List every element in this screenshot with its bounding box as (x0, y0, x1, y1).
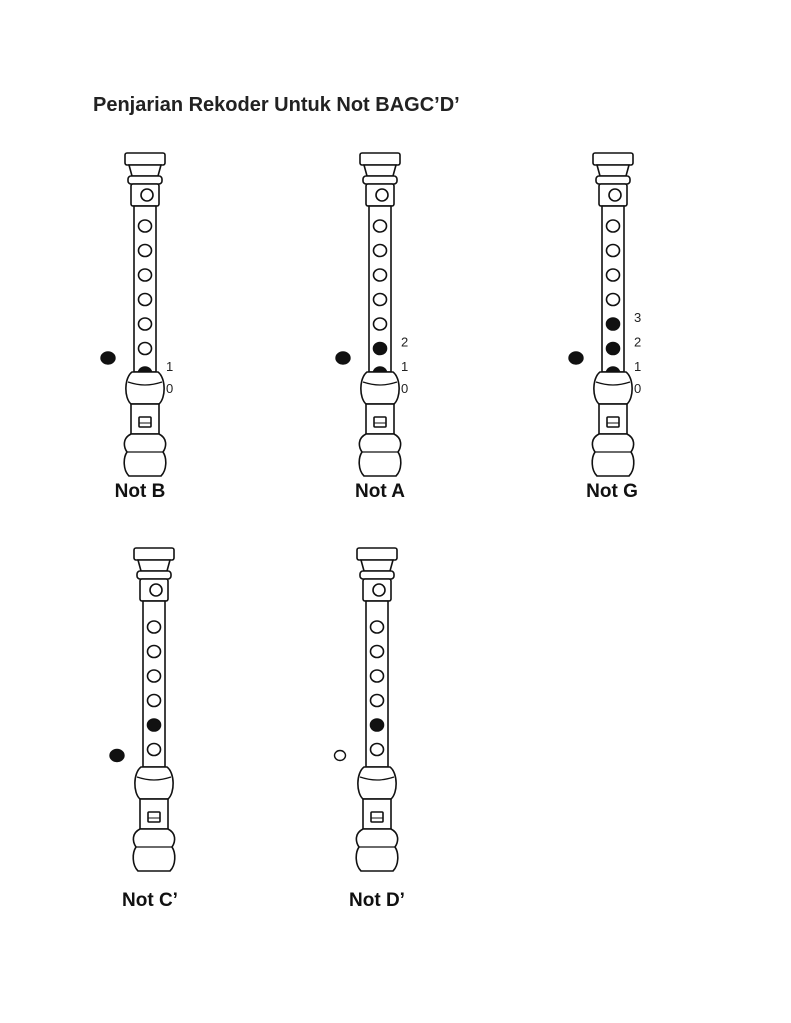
hole-number-label: 1 (166, 359, 173, 374)
hole-number-label: 2 (401, 335, 408, 350)
thumb-hole-closed (568, 351, 584, 365)
finger-hole-2-open (372, 243, 388, 258)
finger-hole-3-open (137, 268, 153, 282)
recorder-diagram-not-a: 2 1 0 (320, 150, 440, 477)
caption-not-g: Not G (586, 481, 638, 502)
hole-number-label: 0 (166, 381, 173, 396)
caption-not-b: Not B (114, 481, 166, 502)
finger-hole-3-open (146, 669, 162, 683)
caption-not-c-prime: Not C’ (122, 890, 178, 911)
finger-hole-5-closed (605, 317, 621, 331)
finger-hole-6-closed (372, 341, 388, 356)
thumb-hole-closed (100, 351, 116, 365)
recorder-head (592, 152, 634, 207)
finger-hole-6-open (369, 742, 385, 757)
finger-hole-1-open (372, 219, 388, 233)
page-title: Penjarian Rekoder Untuk Not BAGC’D’ (93, 94, 460, 116)
finger-hole-3-open (372, 268, 388, 282)
hole-number-label: 2 (634, 335, 641, 350)
finger-hole-4-open (605, 292, 621, 307)
finger-hole-6-open (137, 341, 153, 356)
finger-hole-4-open (146, 693, 162, 708)
finger-hole-6-closed (605, 341, 621, 356)
finger-hole-1-open (137, 219, 153, 233)
hole-number-label: 0 (401, 381, 408, 396)
thumb-hole-closed (335, 351, 351, 365)
finger-hole-1-open (605, 219, 621, 233)
recorder-foot (358, 371, 402, 477)
finger-hole-2-open (369, 644, 385, 659)
finger-hole-5-open (372, 317, 388, 331)
finger-hole-2-open (137, 243, 153, 258)
recorder-foot (355, 766, 399, 872)
recorder-head (359, 152, 401, 207)
recorder-foot (591, 371, 635, 477)
finger-hole-3-open (369, 669, 385, 683)
recorder-diagram-not-g: 3 2 1 0 (553, 150, 673, 477)
thumb-hole-closed (109, 748, 125, 763)
recorder-diagram-not-c-prime (94, 545, 214, 872)
finger-hole-4-open (372, 292, 388, 307)
hole-number-label: 0 (634, 381, 641, 396)
finger-hole-4-open (137, 292, 153, 307)
recorder-diagram-not-d-prime (317, 545, 437, 872)
finger-hole-1-open (369, 620, 385, 634)
thumb-hole-open (333, 749, 347, 762)
hole-number-label: 3 (634, 310, 641, 325)
caption-not-a: Not A (355, 481, 405, 502)
recorder-head (133, 547, 175, 602)
finger-hole-5-closed (146, 718, 162, 732)
hole-number-label: 1 (634, 359, 641, 374)
finger-hole-3-open (605, 268, 621, 282)
hole-number-label: 1 (401, 359, 408, 374)
recorder-head (356, 547, 398, 602)
finger-hole-2-open (605, 243, 621, 258)
finger-hole-1-open (146, 620, 162, 634)
finger-hole-6-open (146, 742, 162, 757)
recorder-head (124, 152, 166, 207)
finger-hole-2-open (146, 644, 162, 659)
recorder-foot (132, 766, 176, 872)
caption-not-d-prime: Not D’ (349, 890, 405, 911)
recorder-foot (123, 371, 167, 477)
finger-hole-5-closed (369, 718, 385, 732)
finger-hole-5-open (137, 317, 153, 331)
finger-hole-4-open (369, 693, 385, 708)
